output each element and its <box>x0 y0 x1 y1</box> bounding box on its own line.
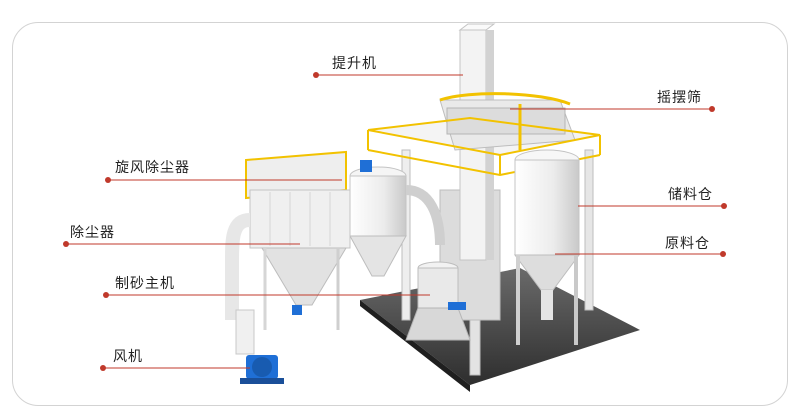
label-vibrating-screen: 摇摆筛 <box>657 90 702 106</box>
leader-lines <box>66 74 724 369</box>
cyclone-collector <box>349 160 445 277</box>
label-fan: 风机 <box>113 349 143 365</box>
vibrating-screen-unit <box>439 92 576 151</box>
label-raw-material-silo: 原料仓 <box>665 236 710 252</box>
silo <box>514 149 580 345</box>
leader-dots <box>63 72 727 371</box>
air-duct <box>225 213 255 355</box>
label-elevator: 提升机 <box>332 56 377 72</box>
dust-collector <box>245 150 351 330</box>
label-cyclone-collector: 旋风除尘器 <box>115 160 190 176</box>
fan-unit <box>240 355 284 384</box>
label-dust-collector: 除尘器 <box>70 225 115 241</box>
label-sand-making-machine: 制砂主机 <box>115 276 175 292</box>
label-storage-silo: 储料仓 <box>668 187 713 203</box>
sand-making-main-machine <box>405 261 471 341</box>
